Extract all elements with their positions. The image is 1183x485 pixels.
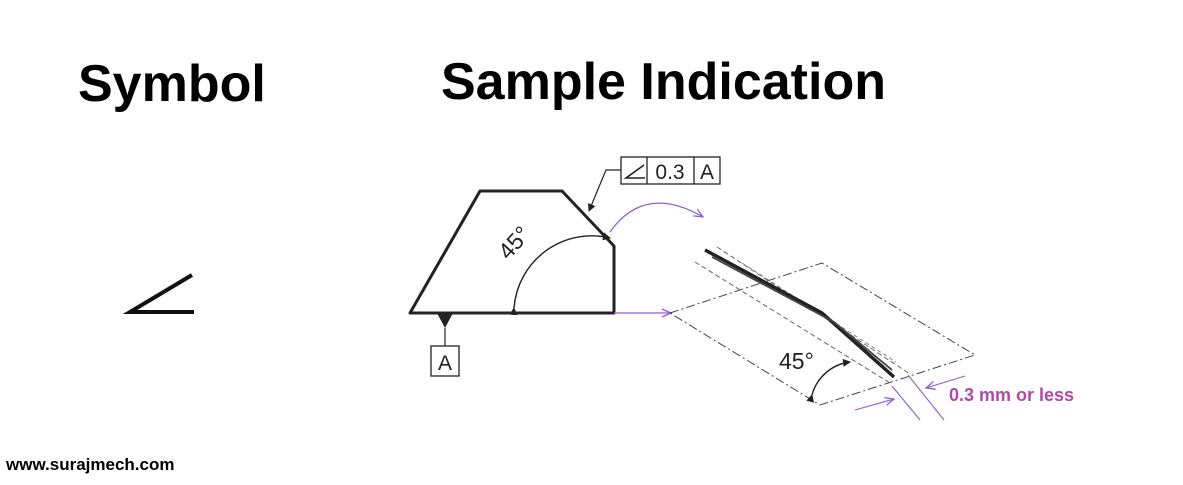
zone-angle-label: 45° [779, 348, 814, 374]
website-watermark: www.surajmech.com [6, 455, 175, 474]
zone-plane-lower [694, 261, 891, 384]
frame-leader [587, 169, 621, 212]
zone-angle-arc [806, 358, 851, 403]
datum-plane [668, 262, 977, 406]
part-angle-label: 45° [493, 221, 536, 264]
angularity-symbol-icon [122, 273, 194, 314]
frame-tolerance: 0.3 [655, 161, 684, 184]
datum-box [430, 345, 460, 377]
zone-extension-right [907, 374, 945, 421]
feature-control-frame: 0.3 A [620, 156, 721, 185]
zone-extension-left [891, 385, 921, 421]
zone-dim-arrow-right [926, 375, 966, 388]
transfer-arc-arrow [609, 202, 703, 233]
actual-surface-back [711, 256, 893, 371]
datum-label: A [438, 352, 452, 375]
zone-dim-arrow-left [854, 399, 894, 411]
frame-datum: A [700, 161, 714, 184]
actual-surface-front [704, 248, 896, 379]
datum-triangle [437, 313, 453, 328]
zone-width-note: 0.3 mm or less [949, 385, 1074, 405]
symbol-heading: Symbol [78, 55, 266, 113]
sample-indication-heading: Sample Indication [441, 53, 886, 111]
part-angle-arc [509, 232, 611, 316]
frame-angularity-icon [623, 164, 645, 179]
